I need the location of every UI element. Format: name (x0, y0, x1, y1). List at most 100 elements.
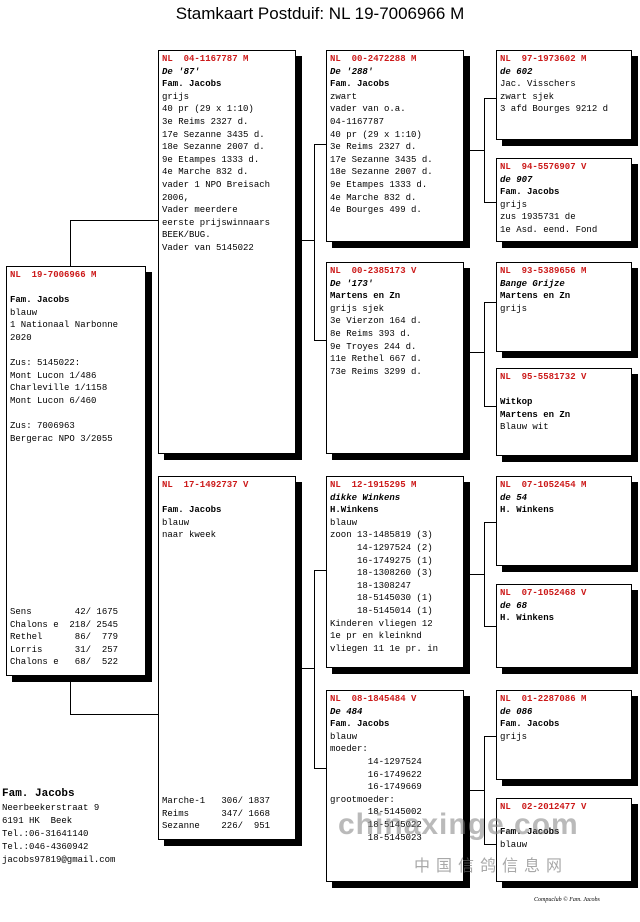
pigeon-name: de 68 (500, 600, 528, 611)
breeder-name: Fam. Jacobs (10, 295, 70, 306)
card-line: 40 pr (29 x 1:10) (330, 129, 422, 140)
card-line: 1 Nationaal Narbonne (10, 320, 119, 331)
connector-mf (314, 570, 326, 571)
connector-subject-father (70, 220, 160, 221)
connector-mother-left (296, 668, 314, 669)
card-line: 4e Marche 832 d. (162, 167, 249, 178)
card-line: zus 1935731 de (500, 212, 576, 223)
connector-mother (314, 570, 315, 768)
card-line: BEEK/BUG. (162, 230, 211, 241)
card-line (162, 492, 292, 505)
race-result-line: Lorris 31/ 257 (10, 644, 119, 655)
card-line: zwart sjek (500, 91, 555, 102)
connector-fm (314, 340, 326, 341)
pigeon-name: De '87' (162, 66, 200, 77)
pigeon-name: de 54 (500, 492, 528, 503)
breeder-name: Fam. Jacobs (500, 827, 560, 838)
connector-subject-mother (70, 714, 160, 715)
card-line (500, 384, 628, 397)
card-line: vader 1 NPO Breisach (162, 179, 271, 190)
race-result-line: Marche-1 306/ 1837 (162, 796, 271, 807)
breeder-name: Martens en Zn (500, 409, 571, 420)
breeder-name: H.Winkens (330, 505, 379, 516)
connector-mf-left (464, 574, 484, 575)
card-line: 9e Etampes 1333 d. (162, 154, 260, 165)
card-line: grootmoeder: (330, 794, 395, 805)
ring-number: NL 00-2472288 M (330, 54, 417, 64)
card-line: grijs (500, 731, 528, 742)
card-line: 18-5145030 (1) (330, 593, 433, 604)
card-line: 17e Sezanne 3435 d. (162, 129, 265, 140)
card-line: 73e Reims 3299 d. (330, 366, 422, 377)
ring-number: NL 04-1167787 M (162, 54, 249, 64)
watermark-chinese: 中国信鸽信息网 (414, 856, 569, 875)
ring-number: NL 94-5576907 V (500, 162, 587, 172)
card-line: 04-1167787 (330, 116, 385, 127)
card-line: 4e Marche 832 d. (330, 192, 417, 203)
ring-number: NL 12-1915295 M (330, 480, 417, 490)
connector-mm-parents (484, 736, 485, 844)
card-line: 2020 (10, 332, 32, 343)
card-line: Charleville 1/1158 (10, 383, 108, 394)
card-line: 18e Sezanne 2007 d. (330, 167, 433, 178)
card-line: 14-1297524 (2) (330, 542, 433, 553)
connector-fmf (484, 302, 496, 303)
card-line: 18e Sezanne 2007 d. (162, 142, 265, 153)
ring-number: NL 19-7006966 M (10, 270, 97, 280)
card-line: Bergerac NPO 3/2055 (10, 433, 113, 444)
pigeon-name: De 484 (330, 706, 363, 717)
card-line: naar kweek (162, 530, 217, 541)
card-line (10, 345, 142, 358)
card-line (10, 282, 142, 295)
owner-line: Neerbeekerstraat 9 (2, 803, 100, 813)
connector-mm (314, 768, 326, 769)
card-line: Jac. Visschers (500, 79, 576, 90)
card-line: 8e Reims 393 d. (330, 328, 412, 339)
mff-card: NL 07-1052454 M de 54 H. Winkens (496, 476, 632, 566)
breeder-name: H. Winkens (500, 505, 555, 516)
card-line: zwart (330, 91, 358, 102)
pigeon-name: Bange Grijze (500, 278, 565, 289)
ring-number: NL 08-1845484 V (330, 694, 417, 704)
card-line: 18-1308247 (330, 580, 412, 591)
card-line: 16-1749275 (1) (330, 555, 433, 566)
connector-father (314, 144, 315, 340)
ring-number: NL 01-2287086 M (500, 694, 587, 704)
connector-ff-left (464, 150, 484, 151)
race-result-line: Reims 347/ 1668 (162, 808, 271, 819)
ring-number: NL 00-2385173 V (330, 266, 417, 276)
ring-number: NL 95-5581732 V (500, 372, 587, 382)
pigeon-name: dikke Winkens (330, 492, 401, 503)
owner-email: jacobs97819@gmail.com (2, 855, 116, 865)
card-line: Kinderen vliegen 12 (330, 618, 433, 629)
race-result-line: Sens 42/ 1675 (10, 607, 119, 618)
card-line: Zus: 7006963 (10, 421, 75, 432)
card-line (10, 408, 142, 421)
card-line: 4e Bourges 499 d. (330, 205, 422, 216)
connector-mff (484, 522, 496, 523)
card-line: 3e Vierzon 164 d. (330, 316, 422, 327)
connector-fm-left (464, 352, 484, 353)
breeder-name: Fam. Jacobs (500, 719, 560, 730)
breeder-name: Martens en Zn (330, 291, 401, 302)
connector-mf-parents (484, 522, 485, 626)
card-line: eerste prijswinnaars (162, 217, 271, 228)
card-line: 2006, (162, 192, 190, 203)
ring-number: NL 97-1973602 M (500, 54, 587, 64)
connector-ff (314, 144, 326, 145)
card-line: 40 pr (29 x 1:10) (162, 104, 254, 115)
connector-ff-parents (484, 98, 485, 202)
breeder-name: Fam. Jacobs (162, 79, 222, 90)
ring-number: NL 07-1052454 M (500, 480, 587, 490)
breeder-name: Fam. Jacobs (162, 505, 222, 516)
race-result-line: Chalons e 68/ 522 (10, 657, 119, 668)
pigeon-name: de 602 (500, 66, 533, 77)
connector-mfm (484, 626, 496, 627)
